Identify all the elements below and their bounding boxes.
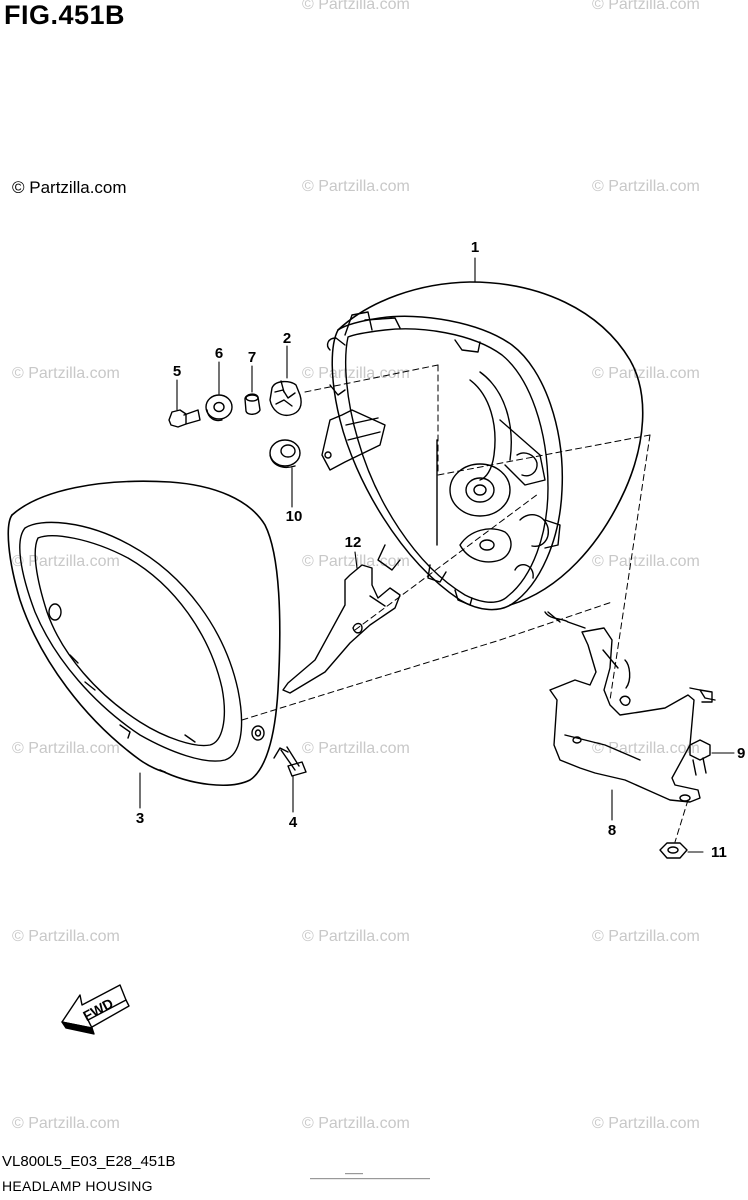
- leader-lines: [139, 257, 735, 853]
- watermark-text: © Partzilla.com: [302, 178, 410, 195]
- figure-code: VL800L5_E03_E28_451B: [2, 1153, 176, 1170]
- watermark-text: © Partzilla.com: [12, 740, 120, 757]
- watermark-text: © Partzilla.com: [592, 178, 700, 195]
- callout-12: 12: [344, 534, 362, 551]
- screw-part: [168, 409, 201, 428]
- watermark-text: © Partzilla.com: [592, 0, 700, 13]
- watermark-text: © Partzilla.com: [592, 365, 700, 382]
- callout-7: 7: [247, 349, 257, 366]
- watermark-text: © Partzilla.com: [302, 365, 410, 382]
- callout-9: 9: [737, 745, 746, 762]
- watermark-text: © Partzilla.com: [592, 553, 700, 570]
- callout-10: 10: [285, 508, 303, 525]
- callout-5: 5: [172, 363, 182, 380]
- callout-6: 6: [214, 345, 224, 362]
- microtext-decoration: [310, 1173, 430, 1180]
- assembly-lines: [241, 364, 689, 843]
- mounting-bracket-part: [544, 611, 716, 803]
- watermark-text: © Partzilla.com: [592, 740, 700, 757]
- nut-part: [659, 842, 688, 859]
- watermark-text: © Partzilla.com: [302, 1115, 410, 1132]
- watermark-text: © Partzilla.com: [12, 178, 127, 197]
- figure-name: HEADLAMP HOUSING: [2, 1178, 153, 1194]
- callout-3: 3: [135, 810, 145, 827]
- callout-8: 8: [607, 822, 617, 839]
- watermark-text: © Partzilla.com: [302, 740, 410, 757]
- fwd-arrow-icon: FWD: [61, 984, 130, 1035]
- watermark-text: © Partzilla.com: [12, 365, 120, 382]
- callout-2: 2: [282, 330, 292, 347]
- watermark-text: © Partzilla.com: [302, 0, 410, 13]
- watermark-text: © Partzilla.com: [12, 928, 120, 945]
- bolt-part: [689, 739, 711, 776]
- washer-part: [205, 394, 233, 422]
- watermark-text: © Partzilla.com: [592, 928, 700, 945]
- callout-11: 11: [711, 844, 727, 861]
- watermark-text: © Partzilla.com: [302, 928, 410, 945]
- grommet-part: [269, 380, 302, 417]
- callout-4: 4: [288, 814, 298, 831]
- figure-title: FIG.451B: [4, 0, 126, 30]
- callout-1: 1: [470, 239, 480, 256]
- watermark-text: © Partzilla.com: [12, 1115, 120, 1132]
- bolt-part: [273, 746, 307, 777]
- watermark-text: © Partzilla.com: [12, 553, 120, 570]
- headlamp-rim-part: [7, 480, 281, 786]
- watermark-text: © Partzilla.com: [592, 1115, 700, 1132]
- bracket-part: [282, 564, 401, 694]
- collar-part: [244, 393, 261, 415]
- headlamp-housing-part: [321, 281, 644, 611]
- grommet-part: [269, 439, 301, 469]
